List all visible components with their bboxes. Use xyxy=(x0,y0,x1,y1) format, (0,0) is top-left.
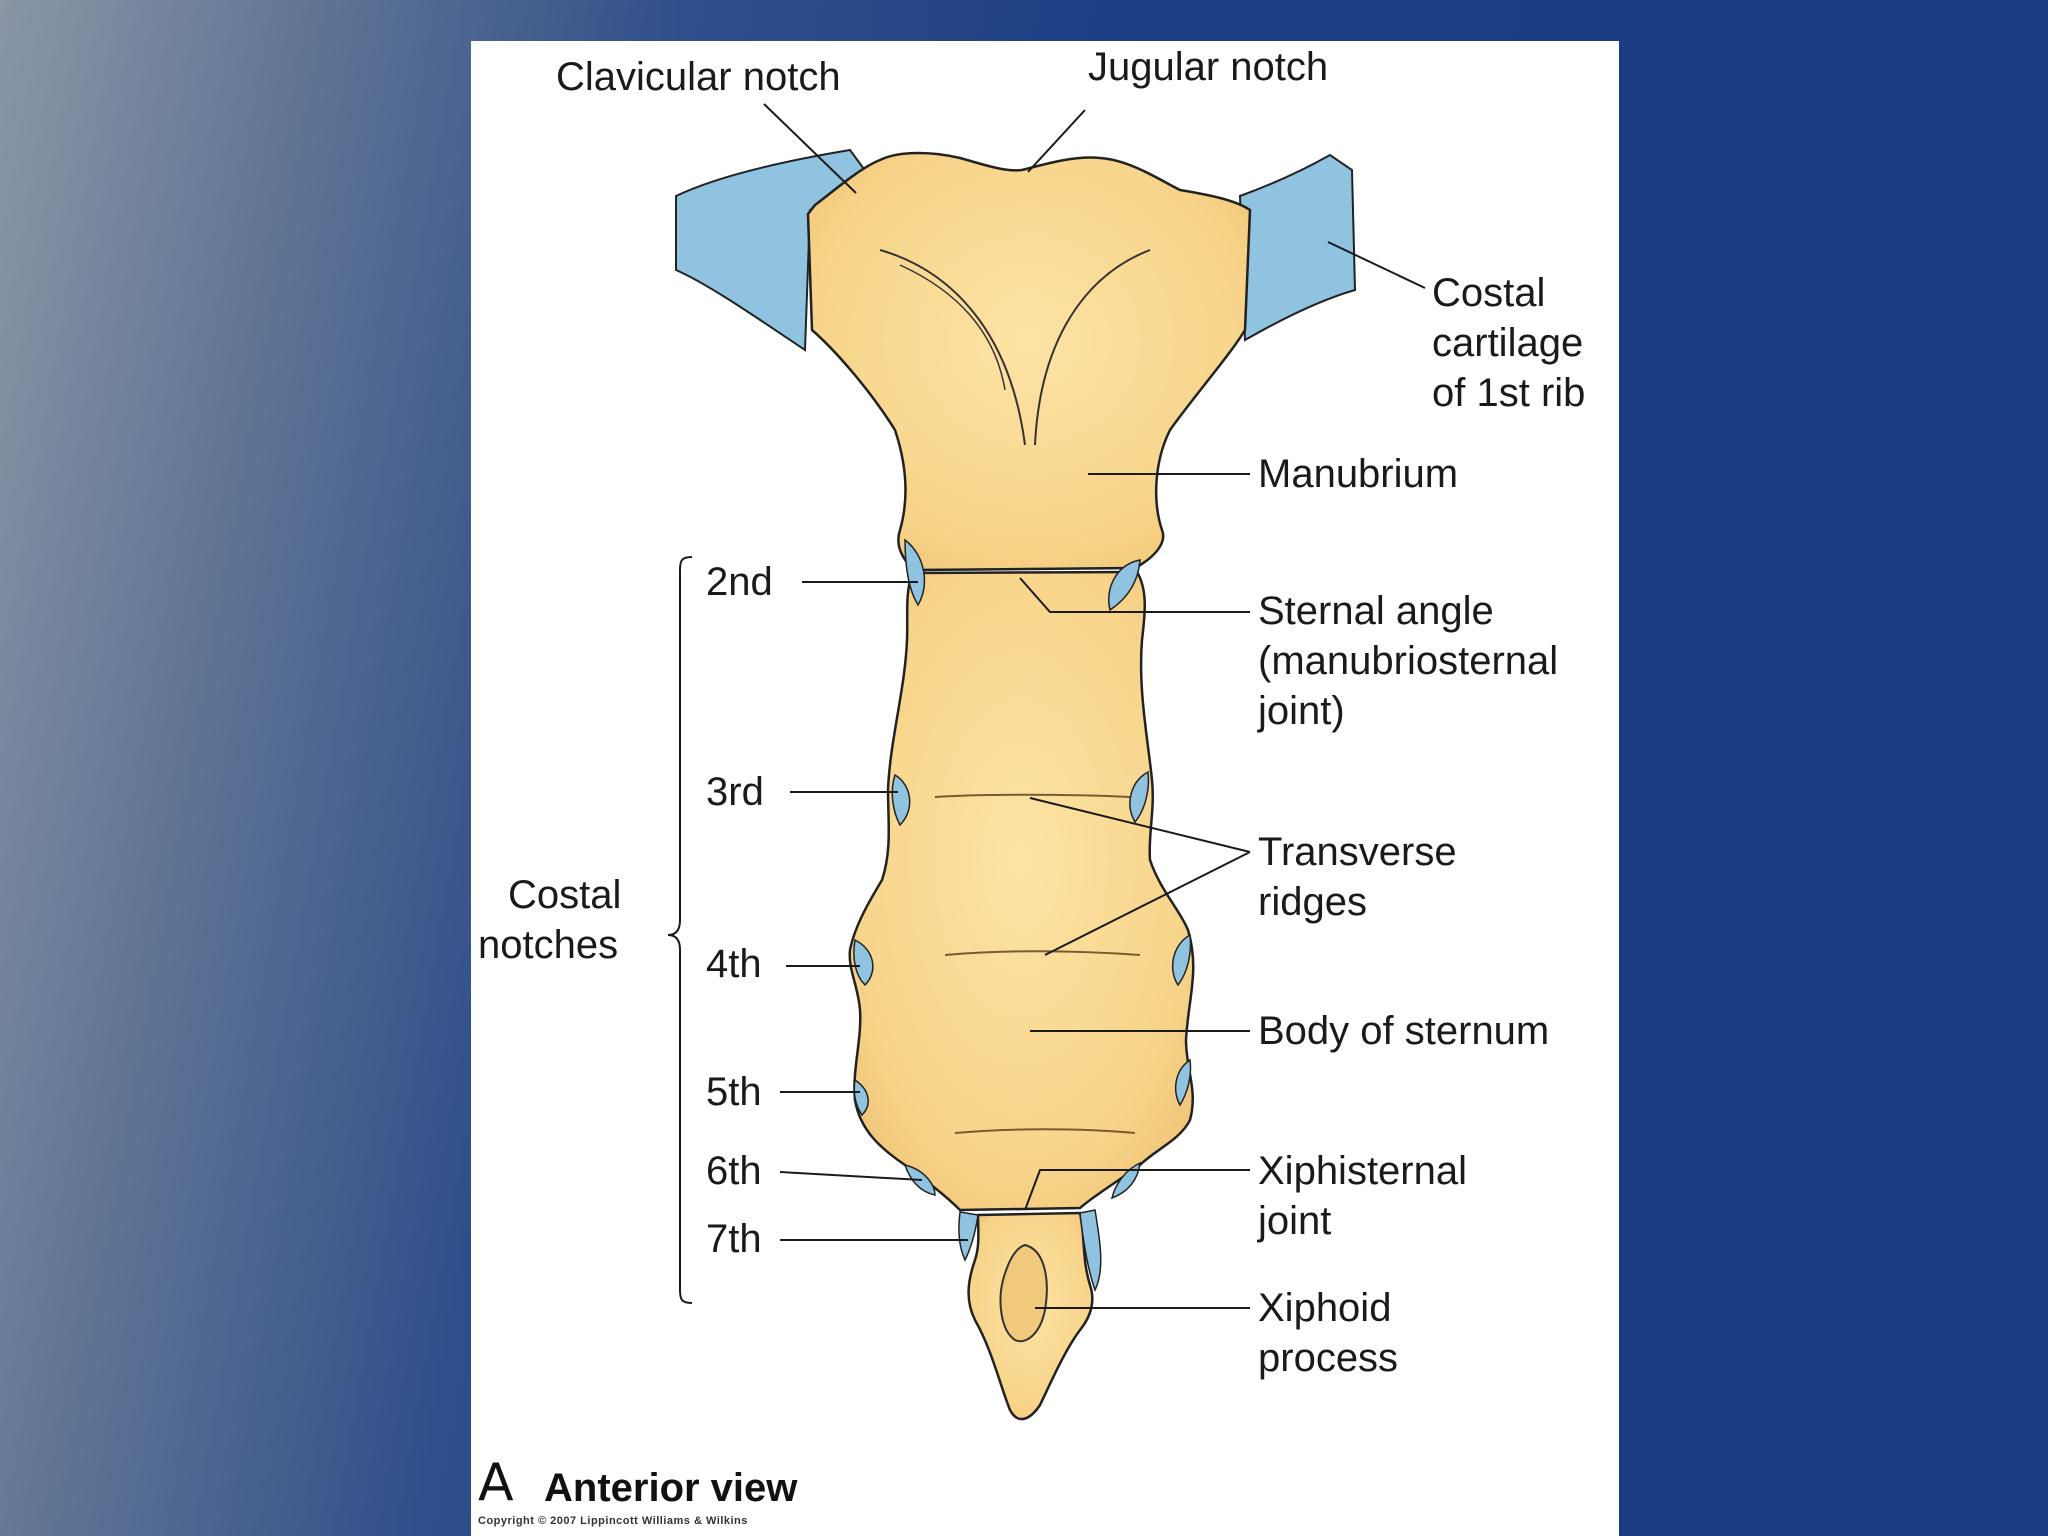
label-clavicular-notch: Clavicular notch xyxy=(556,55,841,99)
label-sternal-angle-3: joint) xyxy=(1258,689,1345,733)
label-body-of-sternum: Body of sternum xyxy=(1258,1009,1550,1053)
label-xiphisternal-joint-2: joint xyxy=(1258,1199,1332,1243)
label-notch-7th: 7th xyxy=(706,1217,762,1261)
sternum-body-shape xyxy=(848,570,1195,1212)
label-notch-5th: 5th xyxy=(706,1070,762,1114)
leader-lines xyxy=(763,103,1426,1309)
costal-notch-2nd-left xyxy=(904,538,926,607)
manubrium-shape xyxy=(806,151,1252,572)
costal-notch-7th-right xyxy=(1079,1209,1102,1292)
costal-notches-brace xyxy=(667,556,693,1304)
label-manubrium: Manubrium xyxy=(1258,452,1459,496)
transverse-ridge-2 xyxy=(944,950,1141,956)
label-costal-cartilage-3: of 1st rib xyxy=(1432,371,1586,415)
label-notch-6th: 6th xyxy=(706,1149,762,1193)
label-jugular-notch: Jugular notch xyxy=(1088,45,1329,89)
costal-notch-4th-left xyxy=(853,938,874,987)
costal-notch-2nd-right xyxy=(1108,559,1141,612)
xiphoid-foramen xyxy=(999,1243,1048,1343)
costal-cartilage-right xyxy=(1238,153,1357,342)
costal-notch-4th-right xyxy=(1171,933,1192,987)
manubrium-ridge-inner xyxy=(899,264,1006,391)
label-xiphoid-process-2: process xyxy=(1258,1336,1399,1380)
manubrium-ridge-left xyxy=(879,249,1026,446)
label-costal-cartilage-2: cartilage xyxy=(1432,321,1584,365)
view-title: Anterior view xyxy=(544,1466,798,1510)
costal-notch-5th-right xyxy=(1174,1058,1192,1107)
label-notch-4th: 4th xyxy=(706,942,762,986)
label-sternal-angle-1: Sternal angle xyxy=(1258,589,1494,633)
label-xiphoid-process-1: Xiphoid xyxy=(1258,1286,1392,1330)
label-xiphisternal-joint-1: Xiphisternal xyxy=(1258,1149,1468,1193)
manubrium-ridge-right xyxy=(1034,249,1151,446)
costal-notch-3rd-right xyxy=(1129,770,1150,824)
label-transverse-ridges-1: Transverse xyxy=(1258,830,1457,874)
costal-notch-5th-left xyxy=(853,1078,869,1117)
label-sternal-angle-2: (manubriosternal xyxy=(1258,639,1559,683)
label-costal-notches-1: Costal xyxy=(508,873,622,917)
transverse-ridge-3 xyxy=(954,1128,1136,1134)
label-transverse-ridges-2: ridges xyxy=(1258,880,1367,924)
label-notch-3rd: 3rd xyxy=(706,770,764,814)
costal-notch-7th-left xyxy=(958,1211,979,1262)
copyright-notice: Copyright © 2007 Lippincott Williams & W… xyxy=(478,1515,748,1527)
view-letter: A xyxy=(478,1453,514,1513)
label-costal-cartilage-1: Costal xyxy=(1432,271,1546,315)
label-costal-notches-2: notches xyxy=(478,923,619,967)
costal-notch-3rd-left xyxy=(891,773,911,827)
label-notch-2nd: 2nd xyxy=(706,560,773,604)
transverse-ridge-1 xyxy=(934,793,1131,798)
